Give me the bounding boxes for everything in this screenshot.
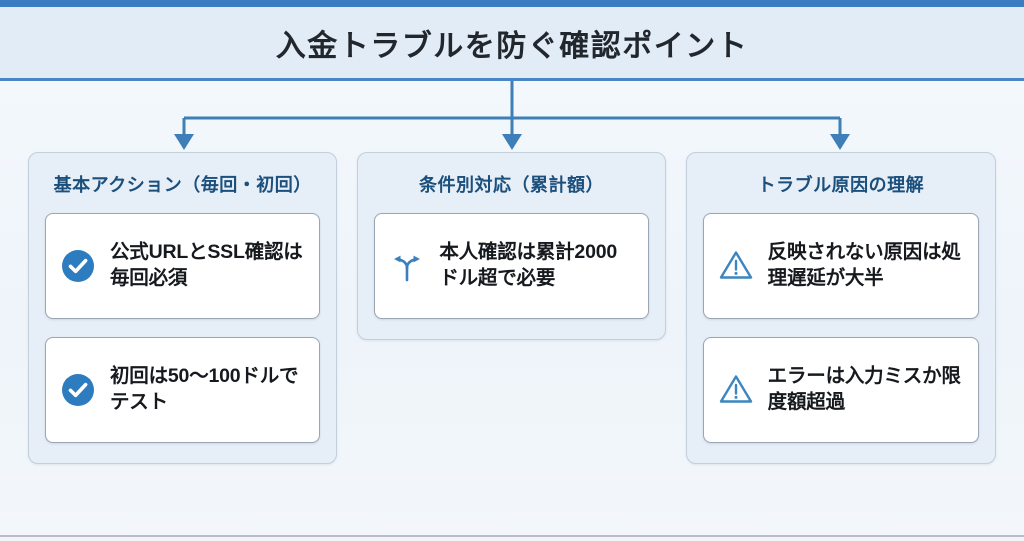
panel-conditional-handling: 条件別対応（累計額） 本人確	[357, 152, 666, 340]
column-container: 基本アクション（毎回・初回） 公式URLとSSL確認は毎回必須	[28, 152, 996, 464]
panel-header-trouble-causes: トラブル原因の理解	[757, 175, 925, 195]
warning-triangle-icon	[716, 246, 756, 286]
top-accent-strip	[0, 0, 1024, 7]
title-band: 入金トラブルを防ぐ確認ポイント	[0, 7, 1024, 81]
panel-trouble-causes: トラブル原因の理解 反映されない原因は処理遅延が大半	[685, 152, 996, 464]
page-title: 入金トラブルを防ぐ確認ポイント	[275, 29, 749, 63]
card-item[interactable]: 公式URLとSSL確認は毎回必須	[45, 213, 321, 319]
card-item[interactable]: エラーは入力ミスか限度額超過	[702, 337, 979, 443]
panel-header-basic-actions: 基本アクション（毎回・初回）	[53, 175, 312, 195]
panel-basic-actions: 基本アクション（毎回・初回） 公式URLとSSL確認は毎回必須	[28, 152, 338, 464]
bottom-divider	[0, 535, 1024, 537]
card-label: 初回は50〜100ドルでテスト	[110, 365, 299, 413]
card-list-trouble-causes: 反映されない原因は処理遅延が大半 エラーは入力ミスか限度額超過	[702, 213, 979, 443]
card-label: エラーは入力ミスか限度額超過	[767, 365, 961, 413]
panel-header-conditional-handling: 条件別対応（累計額）	[419, 175, 604, 195]
branch-fork-icon	[387, 246, 427, 286]
card-label: 公式URLとSSL確認は毎回必須	[110, 241, 303, 289]
card-list-basic-actions: 公式URLとSSL確認は毎回必須 初回は50〜100ドルでテスト	[45, 213, 321, 443]
card-item[interactable]: 反映されない原因は処理遅延が大半	[702, 213, 979, 319]
card-item[interactable]: 初回は50〜100ドルでテスト	[45, 337, 321, 443]
check-circle-icon	[58, 370, 98, 410]
card-item[interactable]: 本人確認は累計2000ドル超で必要	[374, 213, 649, 319]
card-label: 本人確認は累計2000ドル超で必要	[439, 241, 618, 289]
card-label: 反映されない原因は処理遅延が大半	[767, 241, 961, 289]
card-list-conditional-handling: 本人確認は累計2000ドル超で必要	[374, 213, 649, 319]
check-circle-icon	[58, 246, 98, 286]
bottom-fill	[0, 537, 1024, 541]
warning-triangle-icon	[716, 370, 756, 410]
